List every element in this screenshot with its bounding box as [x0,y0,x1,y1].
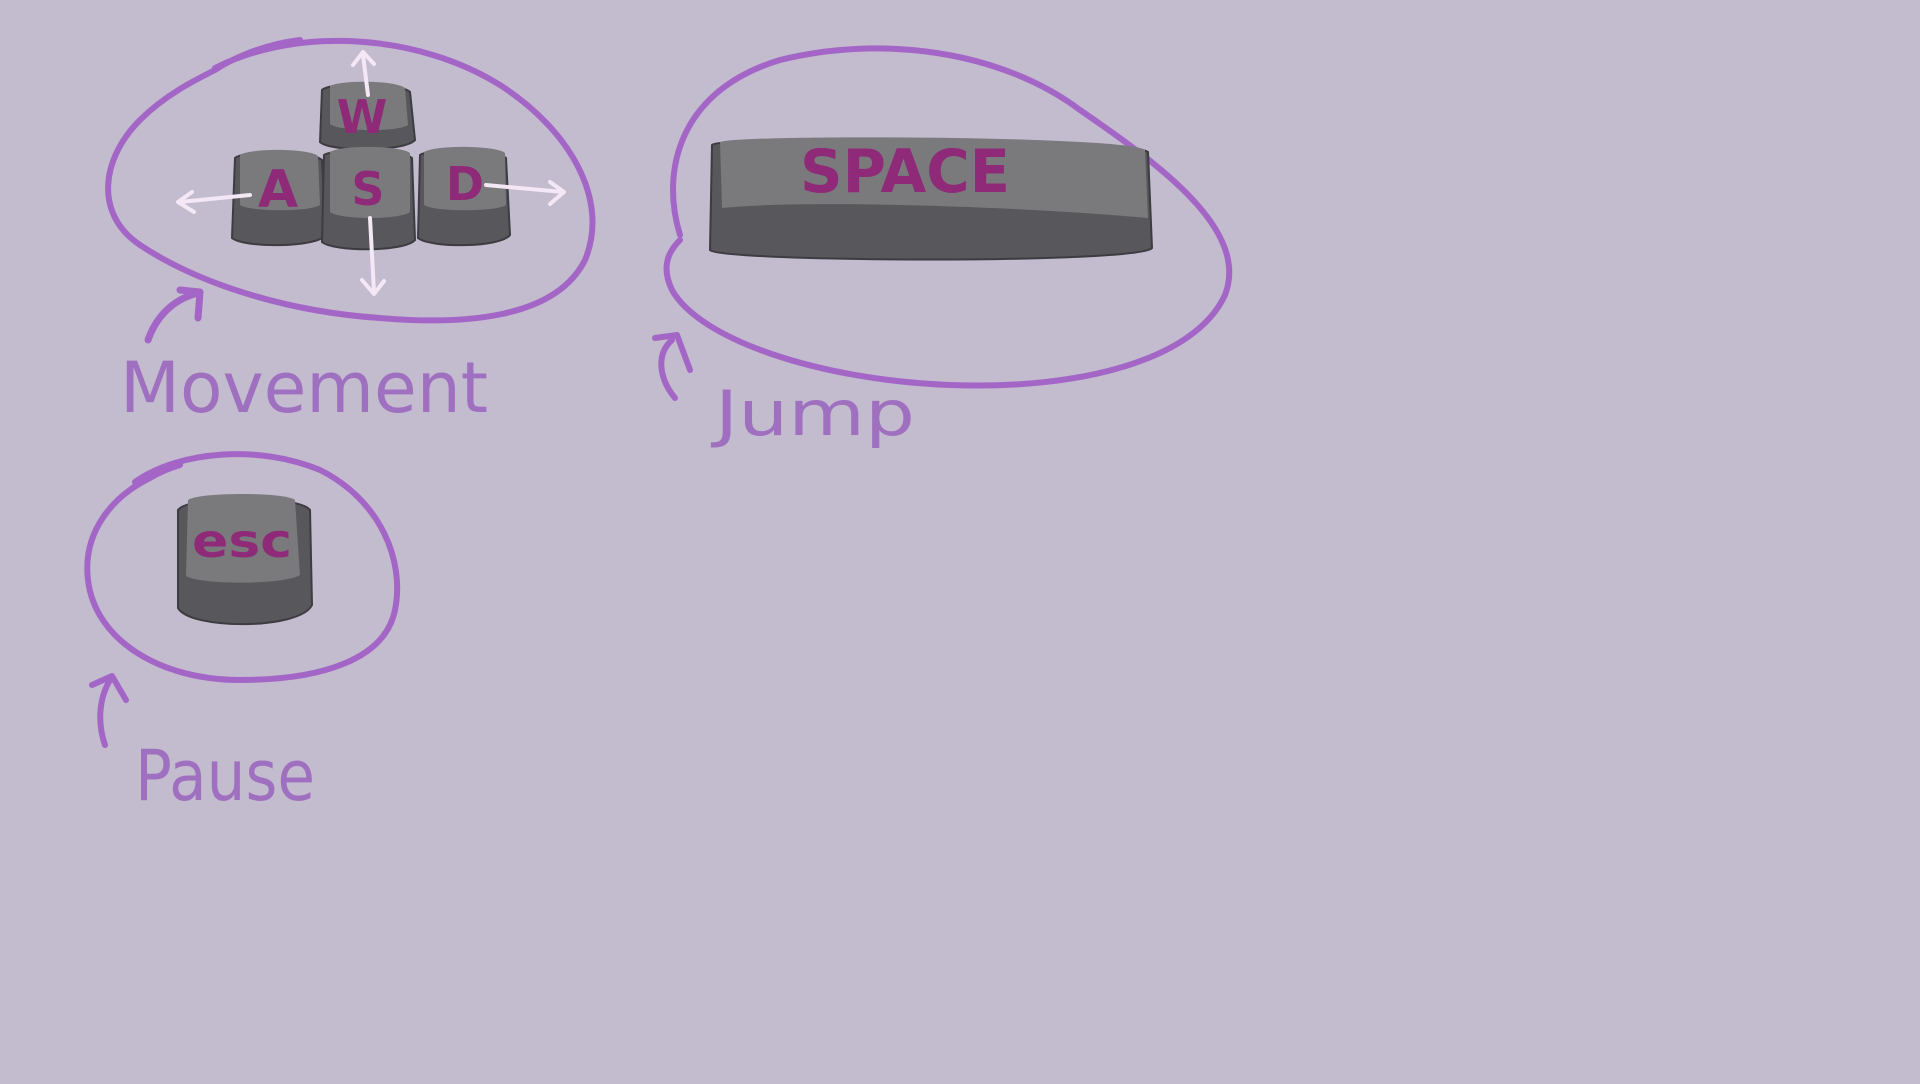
jump-label: Jump [710,377,915,450]
pause-circle [84,451,401,684]
key-w-label: W [337,90,388,144]
movement-label: Movement [120,347,488,429]
jump-circle [663,45,1233,389]
arrow-right-icon [484,180,566,206]
key-esc: esc [177,494,314,626]
key-esc-label: esc [192,514,292,568]
arrow-up-icon [351,50,376,97]
key-d: D [416,146,512,247]
key-s: S [320,146,417,251]
key-s-label: S [351,162,384,216]
key-a: A [230,149,328,247]
jump-group: SPACE Jump [652,45,1233,450]
jump-pointer-arrow [652,332,693,401]
pause-label: Pause [135,735,315,817]
pause-pointer-arrow [89,673,129,748]
movement-pointer-arrow [144,286,204,344]
arrow-down-icon [360,216,386,296]
key-space-label: SPACE [800,137,1010,207]
pause-group: esc Pause [84,451,401,817]
direction-arrows [176,50,566,296]
key-space: SPACE [708,137,1154,261]
movement-circle [105,37,596,324]
movement-group: W A S D Movement [105,37,596,429]
key-d-label: D [446,157,484,211]
key-w: W [318,81,417,151]
key-a-label: A [258,160,298,220]
arrow-left-icon [176,190,252,214]
